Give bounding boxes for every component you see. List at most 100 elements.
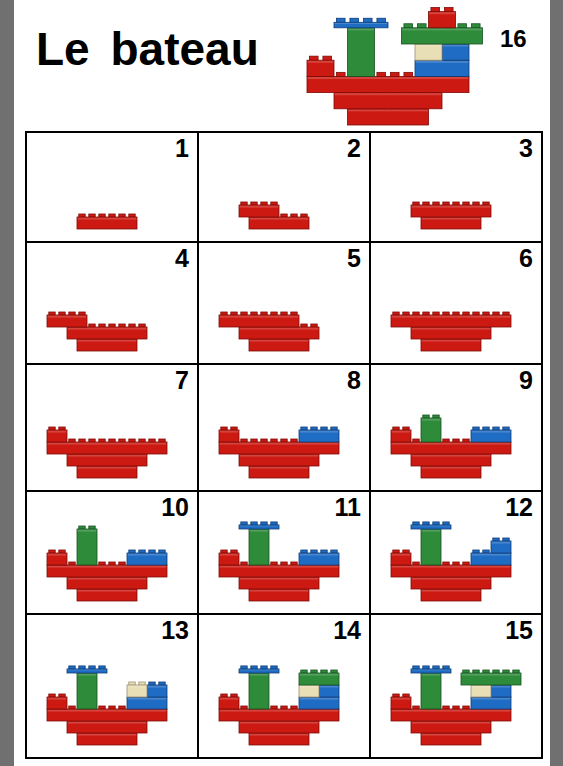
brick-highlight (472, 554, 511, 556)
brick-highlight (240, 578, 319, 580)
lego-brick (471, 697, 511, 709)
lego-brick (411, 577, 491, 589)
lego-brick (348, 109, 429, 125)
step-number: 9 (519, 367, 533, 395)
lego-brick (249, 529, 269, 565)
lego-brick (47, 553, 67, 565)
brick-highlight (68, 328, 147, 330)
lego-brick (299, 685, 319, 697)
brick-highlight (392, 431, 411, 433)
lego-brick (391, 709, 511, 721)
lego-brick (249, 339, 309, 351)
brick-highlight (422, 218, 481, 220)
brick-highlight (422, 674, 441, 676)
brick-highlight (300, 698, 339, 700)
brick-highlight (416, 61, 469, 63)
brick-highlight (68, 455, 147, 457)
brick-highlight (68, 578, 147, 580)
brick-highlight (412, 328, 491, 330)
page-title: Le bateau (36, 24, 259, 75)
brick-highlight (392, 566, 511, 568)
lego-brick (411, 669, 451, 673)
brick-highlight (48, 431, 67, 433)
lego-brick (461, 673, 521, 685)
step-cell: 3 (369, 131, 543, 243)
step-number: 6 (519, 245, 533, 273)
brick-highlight (240, 455, 319, 457)
brick-highlight (392, 316, 511, 318)
lego-brick (421, 733, 481, 745)
step-cell: 13 (25, 613, 199, 759)
brick-highlight (412, 206, 491, 208)
brick-highlight (128, 554, 167, 556)
lego-brick (249, 217, 309, 229)
step-number: 13 (161, 617, 189, 645)
brick-highlight (48, 698, 67, 700)
step-number: 12 (505, 494, 533, 522)
brick-highlight (300, 674, 339, 676)
brick-highlight (220, 710, 339, 712)
lego-brick (239, 721, 319, 733)
lego-brick (391, 430, 411, 442)
step-number: 16 (500, 26, 527, 52)
brick-highlight (429, 12, 455, 14)
lego-brick (421, 589, 481, 601)
brick-highlight (320, 686, 339, 688)
brick-highlight (220, 316, 299, 318)
lego-brick (77, 217, 137, 229)
brick-highlight (250, 590, 309, 592)
lego-brick (471, 430, 511, 442)
lego-brick (47, 442, 167, 454)
lego-brick (77, 733, 137, 745)
lego-brick (239, 669, 279, 673)
brick-highlight (250, 734, 309, 736)
step-cell: 7 (25, 363, 199, 492)
step-cell: 10 (25, 490, 199, 615)
lego-brick (67, 577, 147, 589)
lego-brick (147, 685, 167, 697)
brick-highlight (412, 525, 451, 527)
lego-brick (127, 553, 167, 565)
brick-highlight (492, 542, 511, 544)
brick-highlight (128, 686, 147, 688)
lego-brick (391, 315, 511, 327)
brick-highlight (240, 669, 279, 671)
lego-brick (239, 205, 279, 217)
brick-highlight (402, 28, 482, 30)
brick-highlight (392, 710, 511, 712)
brick-highlight (412, 669, 451, 671)
lego-brick (411, 525, 451, 529)
step-cell: 1 (25, 131, 199, 243)
lego-brick (402, 28, 483, 44)
brick-highlight (422, 467, 481, 469)
brick-highlight (78, 467, 137, 469)
brick-highlight (240, 525, 279, 527)
brick-highlight (472, 698, 511, 700)
lego-brick (77, 589, 137, 601)
brick-highlight (78, 734, 137, 736)
lego-brick (334, 22, 388, 28)
step-cell: 12 (369, 490, 543, 615)
lego-brick (127, 697, 167, 709)
brick-highlight (412, 578, 491, 580)
paper-sheet (14, 0, 550, 766)
brick-highlight (392, 554, 411, 556)
step-cell: 15 (369, 613, 543, 759)
lego-brick (411, 327, 491, 339)
lego-brick (491, 541, 511, 553)
step-cell: 4 (25, 241, 199, 365)
lego-brick (47, 315, 87, 327)
lego-brick (421, 466, 481, 478)
lego-brick (429, 12, 456, 28)
lego-brick (219, 315, 299, 327)
brick-highlight (308, 61, 334, 63)
brick-highlight (78, 340, 137, 342)
step-cell: 14 (197, 613, 371, 759)
lego-brick (299, 430, 339, 442)
brick-highlight (78, 530, 97, 532)
step-cell: 11 (197, 490, 371, 615)
step-number: 8 (347, 367, 361, 395)
step-cell: 8 (197, 363, 371, 492)
lego-brick (491, 685, 511, 697)
lego-brick (219, 697, 239, 709)
